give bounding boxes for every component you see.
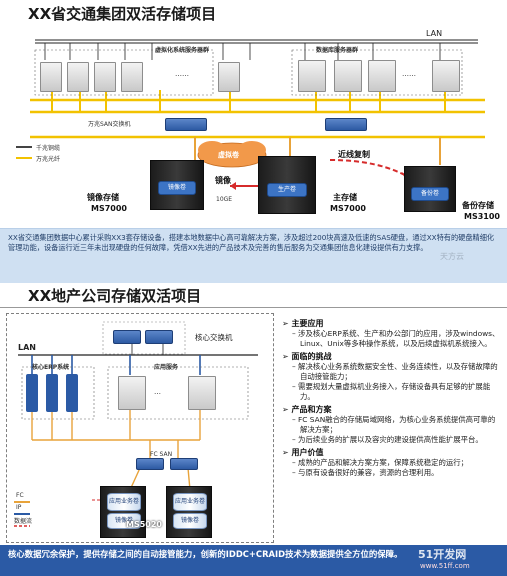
bullet-item: FC SAN融合的存储局域网络，为核心业务系统提供高可靠的解决方案；	[298, 415, 496, 434]
section1-title: XX省交通集团双活存储项目	[28, 5, 217, 23]
legend-10g: 万兆光纤	[36, 156, 61, 163]
server-icon	[432, 60, 460, 92]
watermark-brand: 51开发网	[418, 548, 467, 561]
bullet-item: 与原有设备很好的兼容，资源的合理利用。	[298, 468, 439, 477]
bullet-products: ➢ 产品和方案 – FC SAN融合的存储局域网络，为核心业务系统提供高可靠的解…	[282, 405, 496, 444]
server-icon	[218, 62, 240, 92]
section2-divider	[0, 307, 507, 308]
server-icon	[67, 62, 89, 92]
bullet-challenges: ➢ 面临的挑战 – 解决核心业务系统数据安全性、业务连续性，以及存储故障的自动接…	[282, 352, 498, 401]
ms5020-storage-tower-2: 应用业务卷 镜像卷	[166, 486, 212, 538]
mirror-storage-model: MS7000	[91, 204, 127, 213]
app-dots: …	[154, 388, 161, 396]
virtual-volume-label: 虚拟卷	[218, 151, 239, 159]
main-storage-name: 主存储	[333, 193, 357, 202]
bullet-item: 成熟的产品和解决方案方案，保障系统稳定的运行；	[298, 458, 469, 467]
app-volume-2: 应用业务卷	[173, 493, 207, 511]
san-switch-label: 万兆SAN交换机	[88, 121, 131, 128]
section1-diagram	[30, 39, 485, 190]
app-server-icon	[118, 376, 146, 410]
legend-ip: IP	[16, 504, 22, 511]
app-label: 应用服务	[154, 364, 179, 371]
bullet-item: 解决核心业务系统数据安全性、业务连续性，以及存储故障的自动接管能力；	[298, 362, 498, 381]
legend-gigabit: 千兆铜缆	[36, 145, 61, 152]
server-icon	[298, 60, 326, 92]
mirror-speed: 10GE	[216, 196, 233, 203]
server-icon	[40, 62, 62, 92]
app-volume-1: 应用业务卷	[107, 493, 141, 511]
section2-diagram-frame	[6, 313, 274, 543]
server-icon	[368, 60, 396, 92]
backup-storage-tower: 备份卷	[404, 166, 456, 212]
mirror-volume-2: 镜像卷	[173, 513, 207, 529]
fc-switch-icon	[170, 458, 198, 470]
section1-description-box: XX省交通集团数据中心累计采购XX3套存储设备，搭建本地数据中心高可靠解决方案，…	[0, 228, 507, 283]
erp-server-icon	[46, 374, 58, 412]
section2-lan-label: LAN	[18, 343, 36, 352]
section2-bullets: ➢ 主要应用 – 涉及核心ERP系统、生产和办公部门的应用，涉及windows、…	[282, 318, 500, 478]
arrow-bullet-icon: ➢	[282, 448, 289, 457]
backup-storage-name: 备份存储	[462, 201, 494, 210]
lan-label: LAN	[426, 29, 443, 38]
mirror-volume-1: 镜像卷	[107, 513, 141, 529]
server-icon	[334, 60, 362, 92]
arrow-bullet-icon: ➢	[282, 352, 289, 361]
mirror-volume-label: 镜像卷	[158, 181, 196, 195]
server-icon	[94, 62, 116, 92]
bullet-main-apps: ➢ 主要应用 – 涉及核心ERP系统、生产和办公部门的应用，涉及windows、…	[282, 319, 500, 348]
bullet-heading: 用户价值	[291, 448, 324, 457]
erp-label: 核心ERP系统	[32, 364, 70, 371]
arrow-bullet-icon: ➢	[282, 319, 289, 328]
legend-fiber-line	[16, 157, 32, 159]
legend-copper-line	[16, 146, 32, 148]
core-switch-label: 核心交换机	[195, 333, 233, 342]
nearline-copy-label: 近线复制	[338, 150, 370, 159]
app-server-icon	[188, 376, 216, 410]
bullet-item: 涉及核心ERP系统、生产和办公部门的应用，涉及windows、Linux、Uni…	[298, 329, 500, 348]
legend-fc: FC	[16, 492, 24, 499]
backup-volume-label: 备份卷	[411, 187, 449, 201]
bullet-item: 为后续业务的扩展以及容灾的建设提供高性能扩展平台。	[298, 435, 483, 444]
ms5020-label: MS5020	[126, 520, 162, 529]
section1-description: XX省交通集团数据中心累计采购XX3套存储设备，搭建本地数据中心高可靠解决方案，…	[8, 233, 495, 252]
section1-watermark: 天方云	[440, 252, 464, 261]
watermark-url: www.51ff.com	[420, 562, 470, 570]
bullet-item: 需要规划大量虚拟机业务接入，存储设备具有足够的扩展能力。	[298, 382, 491, 401]
main-storage-tower: 生产卷	[258, 156, 316, 214]
bullet-heading: 面临的挑战	[291, 352, 332, 361]
db-group-label: 数据库服务器群	[316, 47, 359, 54]
mirror-storage-name: 镜像存储	[87, 193, 119, 202]
virt-group-label: 虚拟化系统服务器群	[155, 47, 210, 54]
fc-switch-icon	[136, 458, 164, 470]
ms5020-storage-tower-1: 应用业务卷 镜像卷	[100, 486, 146, 538]
virt-dots: ……	[175, 70, 189, 78]
fc-san-label: FC SAN	[150, 451, 173, 458]
db-dots: ……	[402, 70, 416, 78]
section2-footer-text: 核心数据冗余保护，提供存储之间的自动接管能力，创新的IDDC+CRAID技术为数…	[8, 549, 403, 559]
backup-storage-model: MS3100	[464, 212, 500, 221]
san-switch-icon	[165, 118, 207, 131]
erp-server-icon	[66, 374, 78, 412]
mirror-storage-tower: 镜像卷	[150, 160, 204, 210]
bullet-heading: 产品和方案	[291, 405, 332, 414]
mirror-label: 镜像	[215, 176, 231, 185]
bullet-value: ➢ 用户价值 – 成熟的产品和解决方案方案，保障系统稳定的运行； – 与原有设备…	[282, 448, 469, 477]
legend-dataflow: 数据流	[14, 518, 33, 525]
section2-title: XX地产公司存储双活项目	[28, 287, 202, 305]
bullet-heading: 主要应用	[291, 319, 324, 328]
main-storage-model: MS7000	[330, 204, 366, 213]
core-switch-icon	[145, 330, 173, 344]
server-icon	[121, 62, 143, 92]
section2-footer-bar: 核心数据冗余保护，提供存储之间的自动接管能力，创新的IDDC+CRAID技术为数…	[0, 545, 507, 576]
core-switch-icon	[113, 330, 141, 344]
arrow-bullet-icon: ➢	[282, 405, 289, 414]
prod-volume-label: 生产卷	[267, 183, 307, 197]
erp-server-icon	[26, 374, 38, 412]
san-switch-icon	[325, 118, 367, 131]
